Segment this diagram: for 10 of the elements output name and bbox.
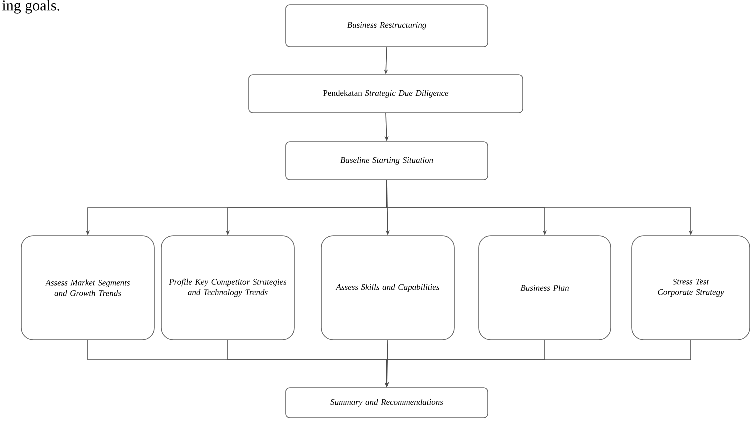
process-box: Assess Market Segments and Growth Trends: [21, 236, 155, 340]
process-box: Summary and Recommendations: [286, 388, 488, 418]
process-box: Stress Test Corporate Strategy: [632, 236, 750, 340]
process-box: Business Plan: [478, 236, 612, 340]
text-fragment: ing goals.: [2, 0, 60, 14]
process-box: Pendekatan Strategic Due Diligence: [248, 74, 524, 114]
process-box: Profile Key Competitor Strategies and Technology Trends: [161, 236, 295, 340]
process-box: Assess Skills and Capabilities: [321, 236, 455, 340]
process-box: Baseline Starting Situation: [286, 142, 488, 180]
process-box: Business Restructuring: [286, 4, 488, 48]
